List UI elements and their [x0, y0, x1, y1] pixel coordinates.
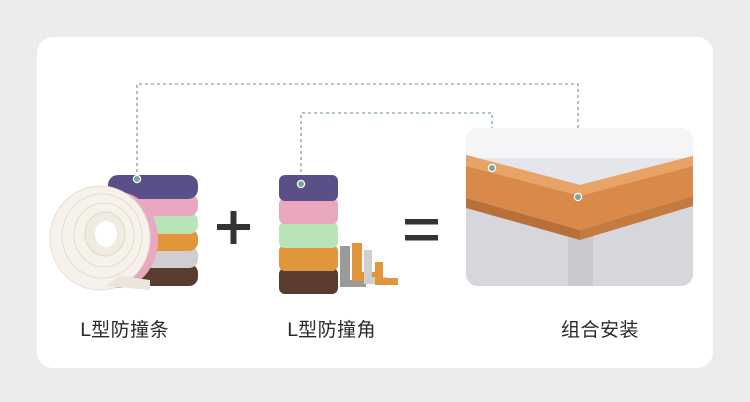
strip-layer-purple	[108, 175, 198, 199]
corner-layer-purple	[279, 175, 338, 201]
connector-strip-to-install	[136, 83, 579, 197]
corner-layer-orange	[279, 245, 338, 271]
corner-stack	[279, 175, 398, 294]
loose-corner-pieces	[340, 243, 398, 287]
equals-icon	[405, 219, 438, 241]
corner-layer-pink	[279, 198, 338, 224]
white-roll	[49, 185, 151, 291]
install-marker-strip	[573, 192, 583, 202]
install-label: 组合安装	[561, 319, 640, 341]
install-marker-corner	[487, 163, 497, 173]
plus-icon	[217, 211, 250, 244]
strip-label: L型防撞条	[80, 319, 170, 341]
strip-stack	[49, 174, 198, 291]
connector-corner-to-install	[300, 112, 493, 184]
corner-label: L型防撞角	[287, 319, 377, 341]
corner-marker	[296, 179, 306, 189]
installed-photo	[466, 128, 693, 286]
corner-layer-brown	[279, 268, 338, 294]
strip-marker	[132, 174, 142, 184]
corner-layer-green	[279, 222, 338, 248]
